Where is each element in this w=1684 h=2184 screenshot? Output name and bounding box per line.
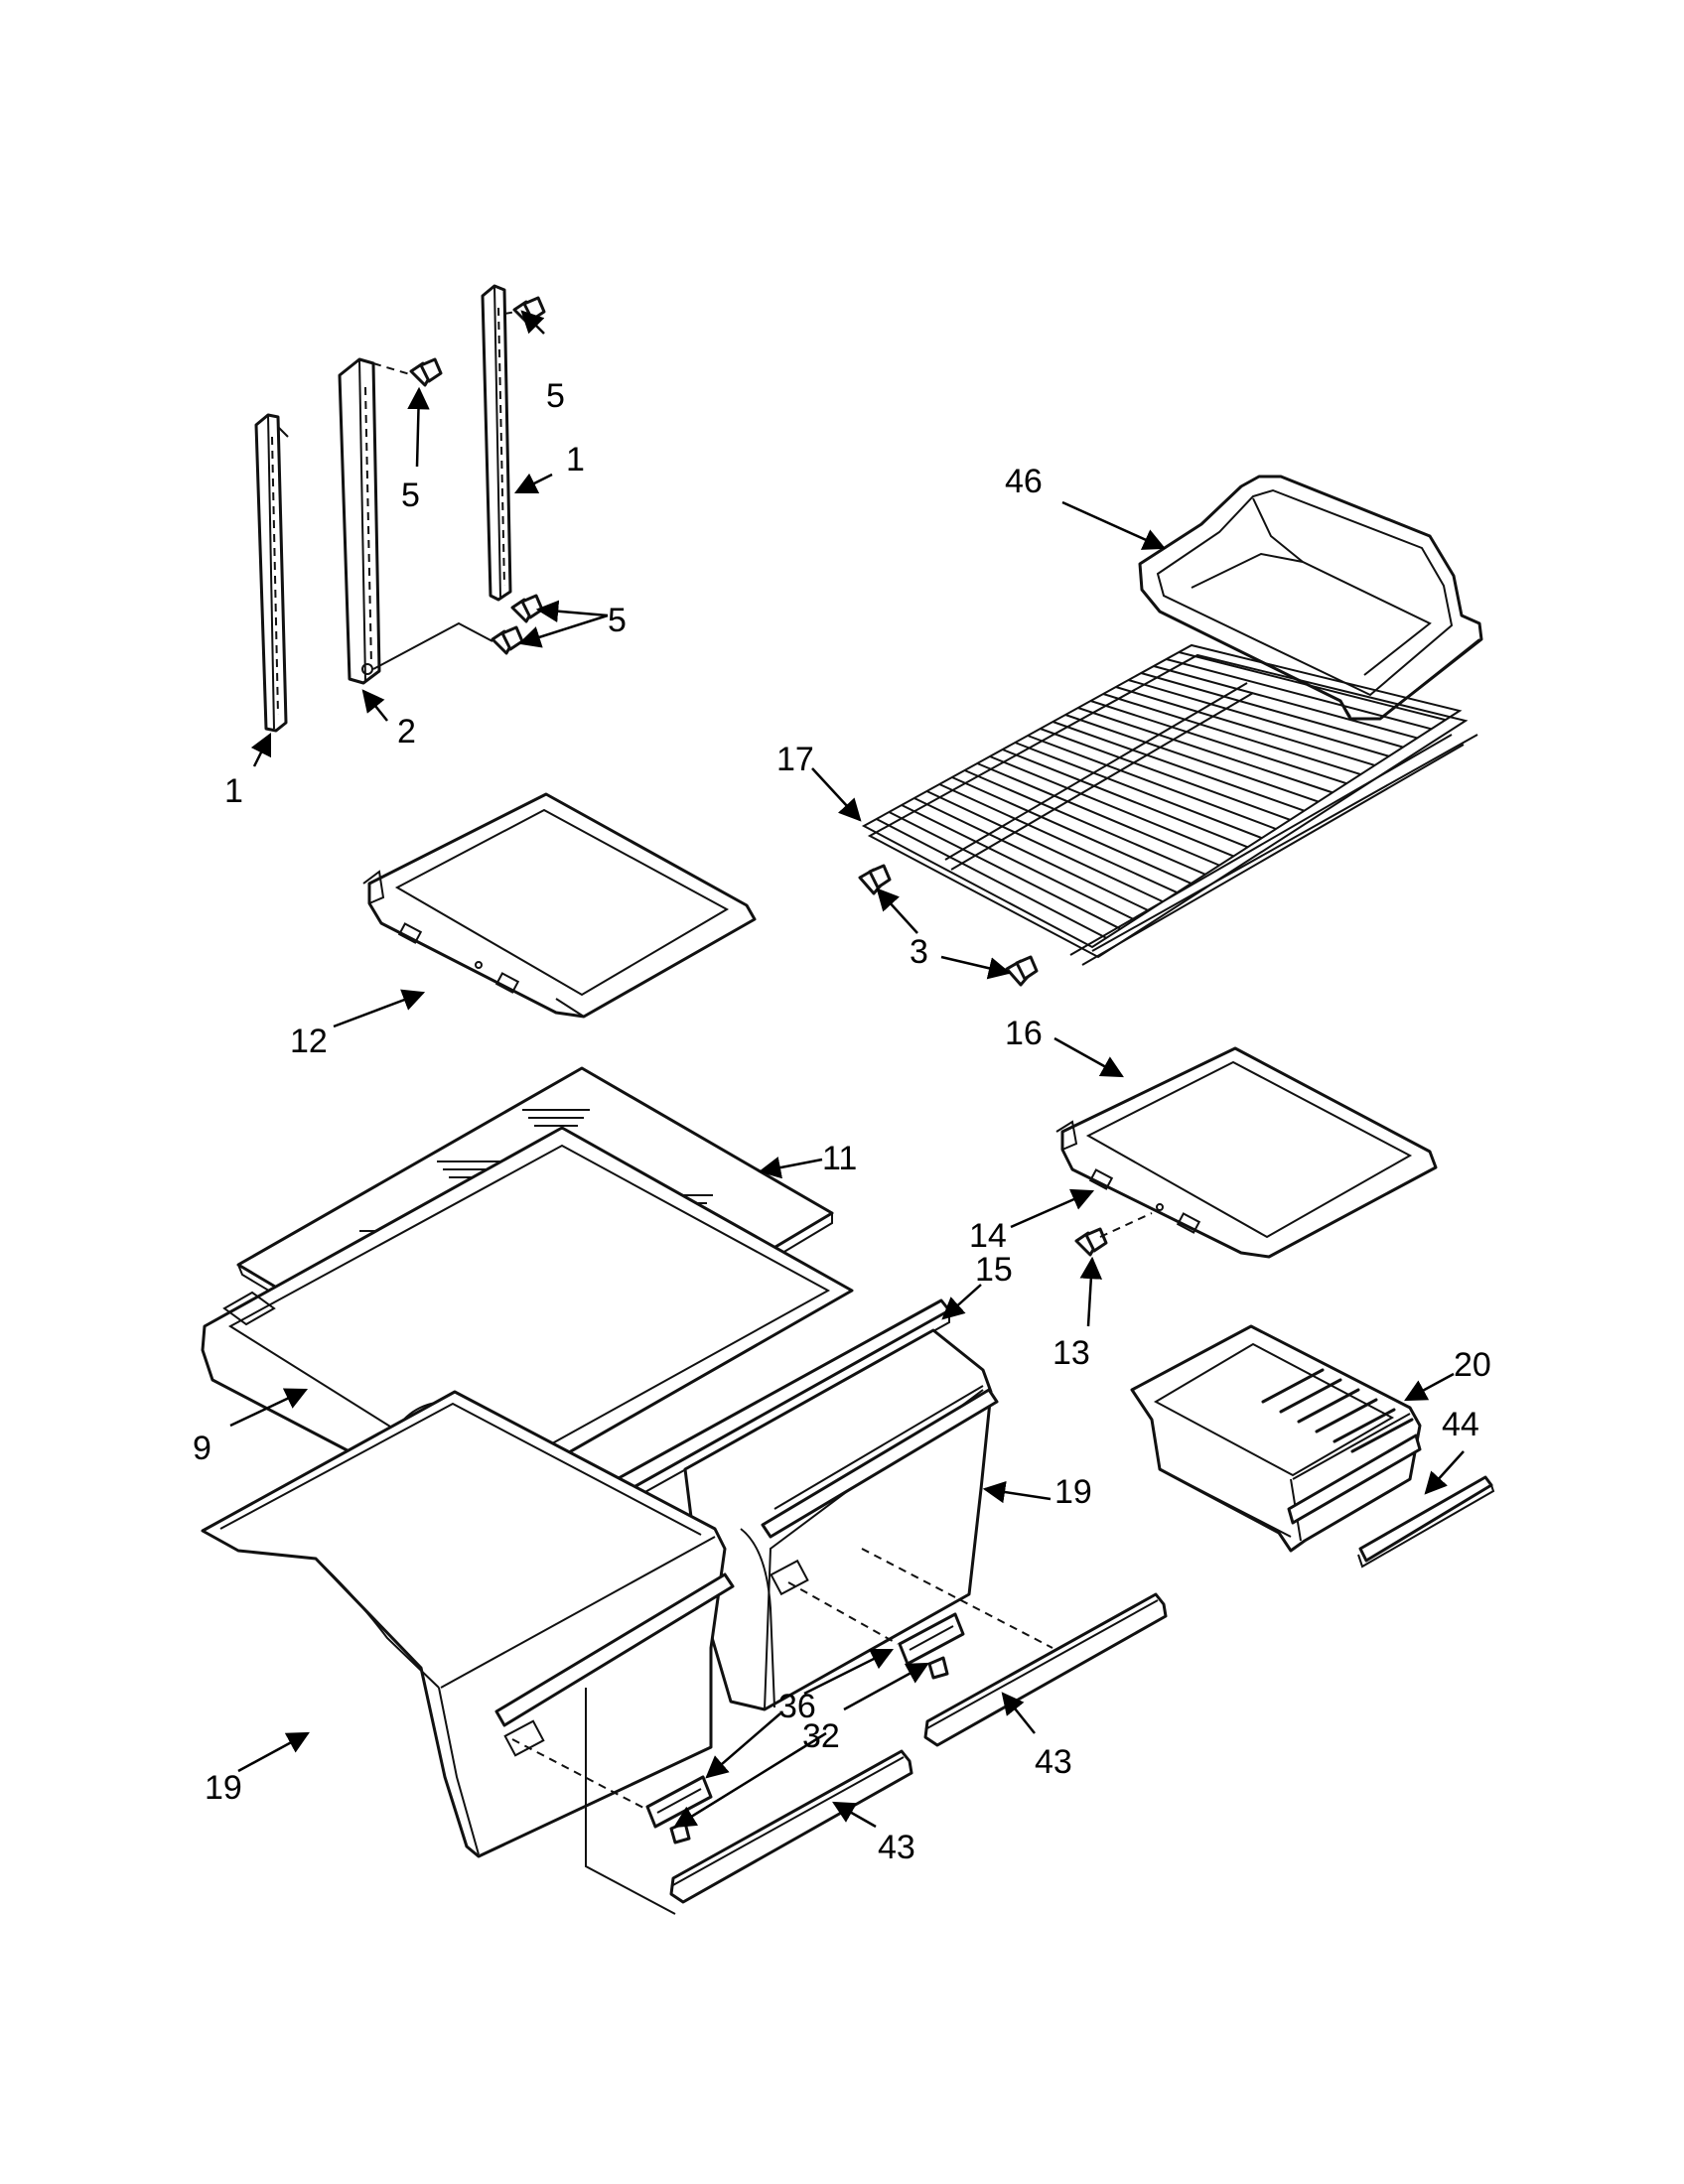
shelf-support-a xyxy=(858,864,892,895)
callout-labels: 5 5 1 5 1 2 46 17 3 12 16 11 14 15 13 9 … xyxy=(193,377,1491,1866)
wire-rod xyxy=(888,811,1121,930)
meat-drawer xyxy=(1130,1324,1422,1553)
callout-16: 16 xyxy=(1005,1015,1043,1052)
callout-19-left: 19 xyxy=(205,1769,242,1807)
slide-guide-line-rear xyxy=(787,1581,899,1645)
wire-rod xyxy=(1179,651,1447,722)
wire-rod xyxy=(976,762,1220,867)
wire-rod xyxy=(876,818,1107,939)
wire-rod xyxy=(938,783,1178,893)
callout-12: 12 xyxy=(290,1023,328,1060)
callout-13: 13 xyxy=(1052,1334,1090,1372)
callout-11: 11 xyxy=(822,1140,857,1177)
wire-rod xyxy=(901,804,1136,921)
callout-14: 14 xyxy=(969,1217,1007,1255)
crisper-drawer-front xyxy=(201,1390,735,1858)
shelf-upper-left xyxy=(362,792,757,1019)
drawer-vent-slot xyxy=(1279,1378,1342,1414)
screw-center xyxy=(372,357,443,387)
callout-43-right: 43 xyxy=(1035,1743,1072,1781)
shelf-right xyxy=(1055,1046,1438,1259)
shelf-ladder-right xyxy=(481,284,512,602)
callout-3: 3 xyxy=(910,933,928,971)
wire-rod xyxy=(1014,742,1263,840)
drawer-rail-front xyxy=(669,1749,913,1904)
wire-rod xyxy=(1052,721,1305,812)
callout-36: 36 xyxy=(778,1688,816,1725)
wire-rod xyxy=(1153,665,1418,740)
wire-shelf xyxy=(861,643,1478,966)
wire-rod xyxy=(1090,700,1347,785)
callout-15: 15 xyxy=(975,1251,1013,1289)
crisper-drawer-rear xyxy=(683,1328,999,1711)
drawer-vent-slot xyxy=(1297,1388,1360,1424)
drawer-rail-rear xyxy=(923,1592,1168,1747)
callout-2: 2 xyxy=(397,713,416,751)
wire-rod xyxy=(1128,679,1390,757)
drawer-slide-rear xyxy=(898,1612,965,1680)
frame-guide-line xyxy=(585,1688,676,1915)
wire-rod xyxy=(1102,693,1361,776)
callout-17: 17 xyxy=(776,741,814,778)
shelf-ladder-left xyxy=(254,413,289,733)
wire-rod xyxy=(951,776,1193,885)
shelf-ladder-center xyxy=(338,357,381,685)
callout-19-right: 19 xyxy=(1054,1473,1092,1511)
wire-rod xyxy=(1027,735,1277,830)
callout-1-right: 1 xyxy=(566,441,585,478)
wire-rod xyxy=(1002,749,1248,849)
callout-46: 46 xyxy=(1005,463,1043,500)
shelf-support-b xyxy=(1005,955,1039,987)
wire-rod xyxy=(989,755,1234,858)
callout-32: 32 xyxy=(802,1717,840,1755)
slide-guide-line-front xyxy=(511,1738,646,1810)
callout-9: 9 xyxy=(193,1430,211,1467)
wire-rod xyxy=(913,797,1150,912)
screw-lower-b xyxy=(372,621,524,670)
callout-1-left: 1 xyxy=(224,772,243,810)
callout-5-top: 5 xyxy=(546,377,565,415)
screw-top-right xyxy=(503,296,546,326)
callout-5-center: 5 xyxy=(401,477,420,514)
drawer-vent-slot xyxy=(1261,1368,1325,1404)
drawer-vent-slot xyxy=(1315,1398,1378,1433)
wire-rod xyxy=(1115,686,1375,766)
wire-rod xyxy=(1140,672,1404,749)
wire-rod xyxy=(964,769,1206,876)
storage-bin xyxy=(1138,475,1483,721)
drawer-vent-slot xyxy=(1333,1408,1396,1443)
wire-rod xyxy=(1064,714,1320,803)
drawer-trim xyxy=(1357,1475,1495,1569)
wire-rod xyxy=(1040,728,1291,821)
leader-lines xyxy=(229,310,1465,1829)
wire-rod xyxy=(926,790,1164,903)
callout-44: 44 xyxy=(1442,1406,1479,1443)
wire-rod xyxy=(1166,658,1432,731)
screw-13 xyxy=(1074,1212,1153,1257)
wire-rod xyxy=(1077,707,1333,794)
drawer-vent-slot xyxy=(1350,1418,1414,1453)
callout-5-lower: 5 xyxy=(608,602,627,639)
callout-43-left: 43 xyxy=(878,1829,915,1866)
screw-lower-a xyxy=(510,594,544,623)
callout-20: 20 xyxy=(1454,1346,1491,1384)
